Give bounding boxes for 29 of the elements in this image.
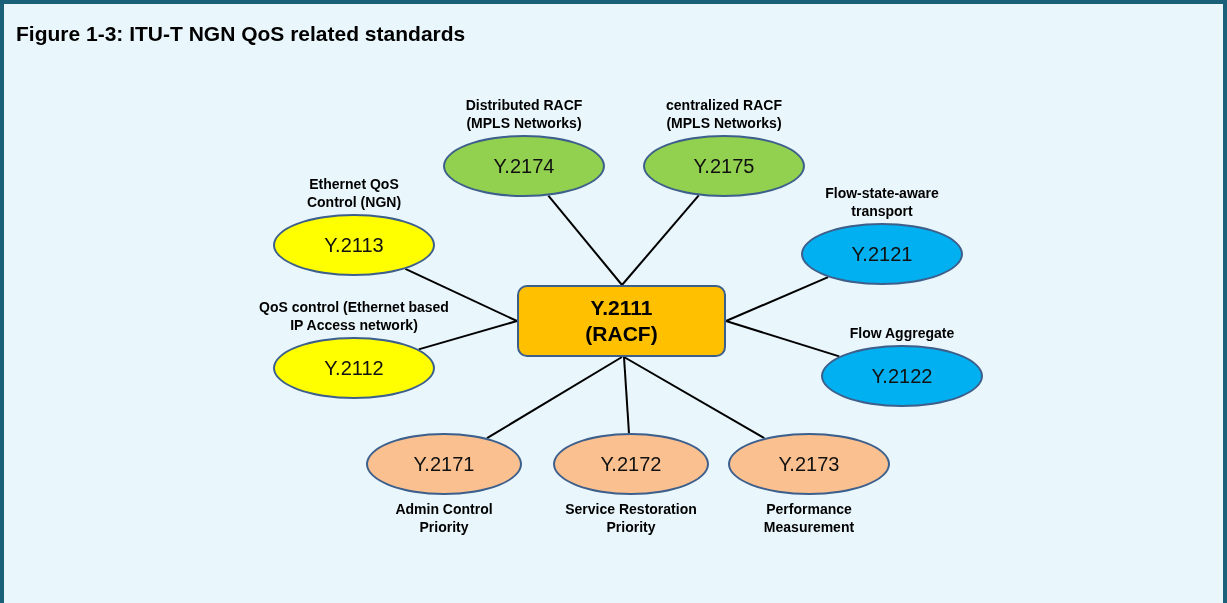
standard-ellipse: Y.2174 <box>443 135 605 197</box>
standard-ellipse: Y.2171 <box>366 433 522 495</box>
standard-ellipse: Y.2113 <box>273 214 435 276</box>
standard-ellipse: Y.2122 <box>821 345 983 407</box>
connector-line <box>621 194 700 286</box>
standard-ellipse: Y.2175 <box>643 135 805 197</box>
standard-caption: Ethernet QoS Control (NGN) <box>305 175 403 212</box>
standard-ellipse: Y.2172 <box>553 433 709 495</box>
standard-caption: Admin Control Priority <box>394 500 494 537</box>
connector-line <box>725 320 841 358</box>
connector-line <box>725 276 830 322</box>
standard-caption: Performance Measurement <box>762 500 856 537</box>
connector-line <box>404 267 518 322</box>
standard-caption: centralized RACF (MPLS Networks) <box>665 96 783 133</box>
standard-caption: Service Restoration Priority <box>564 500 698 537</box>
central-box: Y.2111 (RACF) <box>517 285 726 357</box>
standard-ellipse: Y.2173 <box>728 433 890 495</box>
standard-caption: QoS control (Ethernet based IP Access network) <box>258 298 450 335</box>
connector-line <box>623 356 766 440</box>
standard-ellipse: Y.2121 <box>801 223 963 285</box>
figure-title: Figure 1-3: ITU-T NGN QoS related standards <box>16 22 466 46</box>
connector-line <box>486 356 623 440</box>
standard-caption: Distributed RACF (MPLS Networks) <box>464 96 584 133</box>
connector-line <box>417 320 518 351</box>
connector-line <box>547 194 623 286</box>
standard-ellipse: Y.2112 <box>273 337 435 399</box>
connector-line <box>623 356 630 434</box>
standard-caption: Flow-state-aware transport <box>824 184 940 221</box>
standard-caption: Flow Aggregate <box>848 324 956 343</box>
